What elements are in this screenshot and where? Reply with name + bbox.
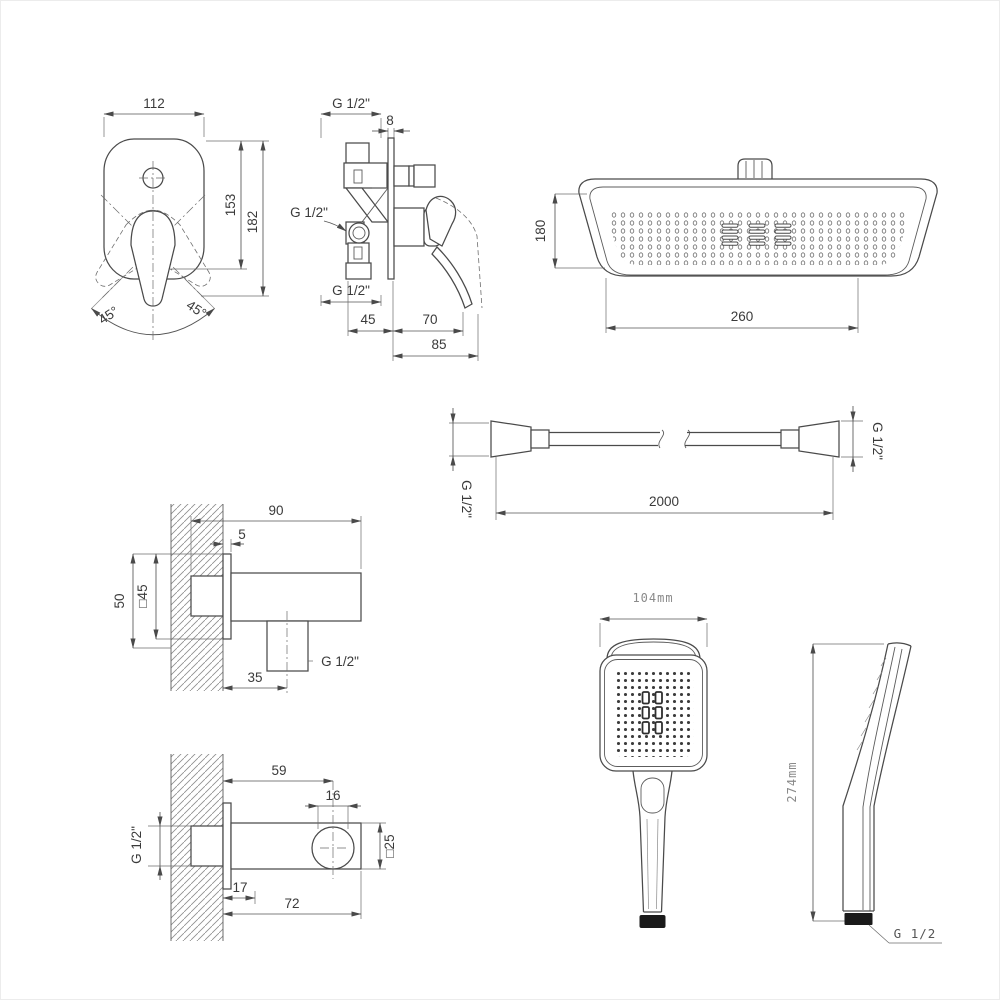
inlet-tip xyxy=(639,915,666,928)
dim-text-angle-left: 45° xyxy=(96,303,121,327)
dim-length-90: 90 xyxy=(190,503,362,572)
hand-shower-side-view: 274mm G 1/2 xyxy=(774,614,994,984)
dim-thread-label: G 1/2" xyxy=(308,654,359,669)
dim-text-274mm: 274mm xyxy=(785,761,799,802)
side-inlet xyxy=(348,222,370,244)
dim-depth-45: 45 xyxy=(347,281,394,361)
dim-square-45: □45 xyxy=(135,553,223,640)
nozzle-dot-field xyxy=(613,669,694,757)
dim-text-104mm: 104mm xyxy=(632,591,673,605)
dim-thread-g12: G 1/2" xyxy=(129,812,191,880)
edge-shading xyxy=(856,657,887,751)
hose-fitting-left xyxy=(490,420,550,458)
handle xyxy=(632,770,673,928)
dim-depth-85: 85 xyxy=(392,314,479,361)
dim-text-thread-right: G 1/2" xyxy=(870,422,885,460)
hand-shower-front-view: 104mm xyxy=(559,579,769,969)
dim-text-59: 59 xyxy=(271,763,286,778)
dim-text-16: 16 xyxy=(325,788,340,803)
spray-face xyxy=(599,654,708,772)
dim-text-180: 180 xyxy=(533,220,548,243)
bottom-thread-stub xyxy=(266,620,309,672)
dim-text-72: 72 xyxy=(284,896,299,911)
escutcheon-edge xyxy=(222,553,232,640)
dim-width-260: 260 xyxy=(605,278,859,333)
escutcheon-edge xyxy=(222,802,232,890)
dim-depth-70: 70 xyxy=(392,312,464,336)
dim-text-35: 35 xyxy=(247,670,262,685)
dim-text-45: 45 xyxy=(360,312,375,327)
dim-text-112: 112 xyxy=(143,96,165,111)
dim-text-thread: G 1/2 xyxy=(894,926,937,941)
dim-text-thread-bottom: G 1/2" xyxy=(332,283,370,298)
dim-length-2000: 2000 xyxy=(495,457,834,520)
lever-swing-dashed xyxy=(435,197,483,309)
dim-text-153: 153 xyxy=(223,194,238,217)
brace-strut xyxy=(344,187,390,223)
connector-stub xyxy=(737,158,773,179)
dim-width-104 xyxy=(599,616,708,647)
dim-text-2000: 2000 xyxy=(649,494,679,509)
dim-length-72: 72 xyxy=(222,871,362,919)
dim-thread-top: G 1/2" xyxy=(320,96,382,138)
dim-text-85: 85 xyxy=(431,337,446,352)
valve-body xyxy=(343,142,390,280)
dim-offset-35: 35 xyxy=(222,670,288,691)
dim-depth-180: 180 xyxy=(533,193,605,269)
shower-outlet-stub xyxy=(393,164,436,188)
dim-to-center-59: 59 xyxy=(222,763,334,879)
lever-handle xyxy=(425,195,483,309)
dim-text-sq25: □25 xyxy=(382,834,397,857)
hand-shower-profile xyxy=(842,642,912,925)
dim-text-70: 70 xyxy=(422,312,437,327)
dim-plate-8: 8 xyxy=(372,113,410,138)
outlet-body xyxy=(230,572,362,622)
wall-thread-stub xyxy=(190,575,224,617)
dim-text-50: 50 xyxy=(112,593,127,608)
dim-height-274: 274mm xyxy=(785,643,884,922)
dim-plate-17: 17 xyxy=(222,880,256,904)
head-back-cap xyxy=(606,638,701,660)
mixer-side-view: G 1/2" 8 G 1/2" xyxy=(284,84,499,379)
dim-text-thread-side: G 1/2" xyxy=(290,205,328,220)
mixer-front-view: 112 153 182 45° 45° xyxy=(51,79,321,359)
dim-text-thread-top: G 1/2" xyxy=(332,96,370,111)
dim-text-8: 8 xyxy=(386,113,394,128)
dim-thread-left: G 1/2" xyxy=(449,408,489,518)
mode-button xyxy=(640,777,665,814)
dim-thread-right: G 1/2" xyxy=(841,406,885,472)
dim-text-angle-right: 45° xyxy=(184,297,209,321)
spray-slots xyxy=(641,691,663,735)
hose-fitting-right xyxy=(780,420,840,458)
dim-text-5: 5 xyxy=(238,527,246,542)
shower-hose-view: G 1/2" 2000 G 1/2" xyxy=(429,399,889,529)
dim-height-153: 153 xyxy=(171,140,269,270)
dim-text-sq45: □45 xyxy=(135,584,150,607)
dim-plate-5: 5 xyxy=(210,527,246,552)
dim-text-17: 17 xyxy=(232,880,247,895)
dim-text-260: 260 xyxy=(731,309,754,324)
dim-height-182: 182 xyxy=(201,140,269,297)
dim-text-thread: G 1/2" xyxy=(321,654,359,669)
dim-text-thread: G 1/2" xyxy=(129,826,144,864)
trim-plate-edge xyxy=(387,137,395,280)
dim-thread-g12: G 1/2 xyxy=(868,924,942,944)
spray-slot-groups xyxy=(721,223,792,246)
dim-thread-bottom: G 1/2" xyxy=(320,283,382,306)
dim-knob-16: 16 xyxy=(305,788,361,829)
dim-text-thread-left: G 1/2" xyxy=(459,480,474,518)
shower-holder-view: G 1/2" 59 16 □25 17 72 xyxy=(114,744,424,949)
dim-text-182: 182 xyxy=(245,211,260,234)
dim-width-112: 112 xyxy=(103,96,205,137)
dim-text-90: 90 xyxy=(268,503,283,518)
inlet-tip xyxy=(844,913,873,925)
dim-thread-side: G 1/2" xyxy=(290,205,347,232)
dim-height-50: 50 xyxy=(112,553,223,649)
wall-outlet-view: 90 5 50 □45 35 G 1/2" xyxy=(112,494,414,714)
hose-run xyxy=(549,429,781,449)
wall-thread-stub xyxy=(190,825,224,867)
overhead-shower-view: 180 260 xyxy=(529,59,959,349)
dim-square-25: □25 xyxy=(361,822,397,870)
